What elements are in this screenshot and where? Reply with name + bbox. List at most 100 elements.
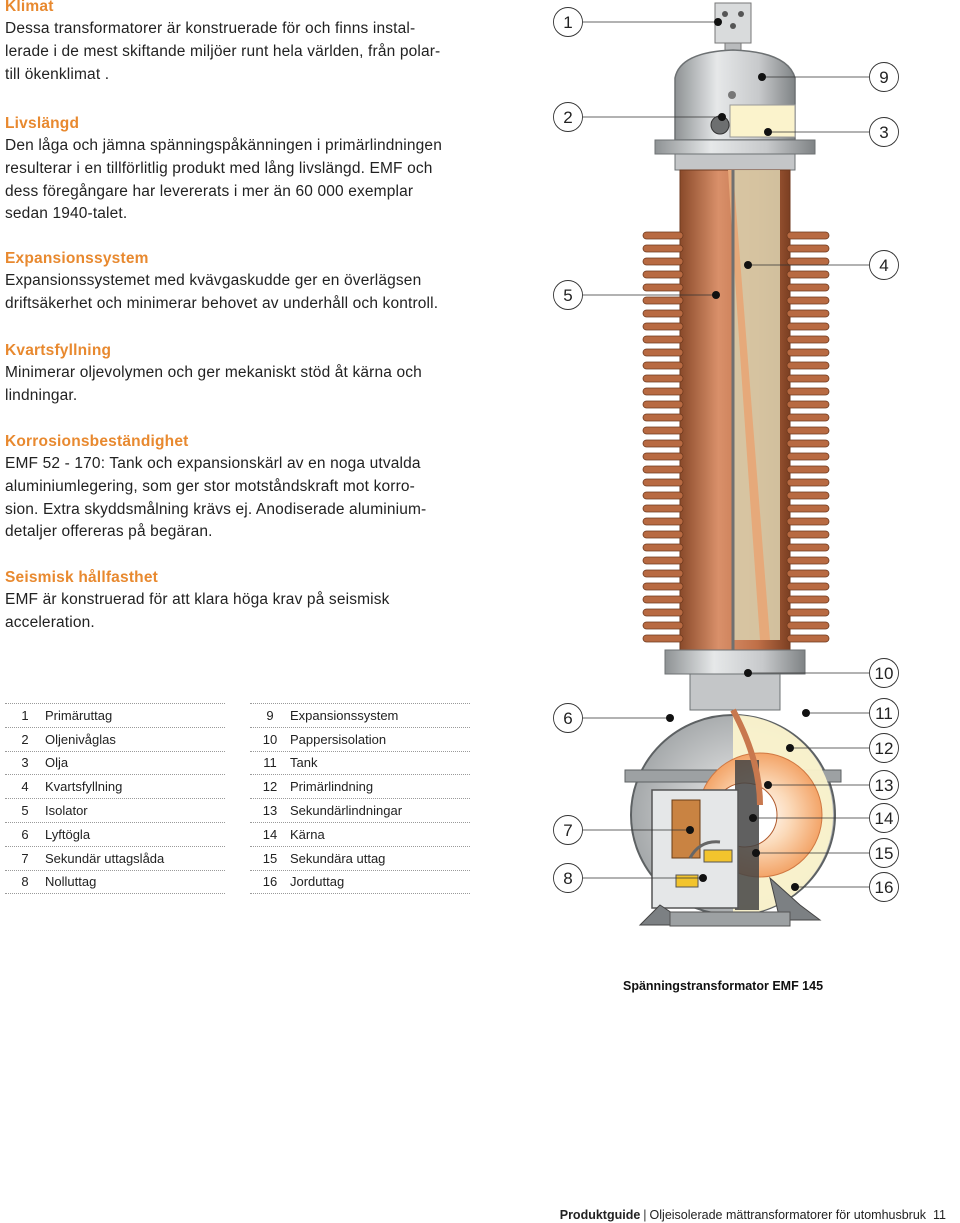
shed bbox=[642, 491, 684, 500]
callout-circle bbox=[869, 250, 899, 280]
shed bbox=[786, 582, 830, 591]
shed bbox=[642, 621, 684, 630]
shed bbox=[786, 400, 830, 409]
callout-number: 2 bbox=[563, 108, 572, 127]
legend-num: 9 bbox=[266, 707, 274, 723]
legend-num: 12 bbox=[262, 779, 278, 795]
insulator bbox=[642, 169, 830, 651]
legend-label: Sekundär uttagslåda bbox=[45, 850, 165, 866]
callout-number: 7 bbox=[563, 821, 572, 840]
shed bbox=[786, 556, 830, 565]
callout-circle bbox=[553, 703, 583, 733]
shed bbox=[642, 361, 684, 370]
shed bbox=[786, 244, 830, 253]
shed bbox=[642, 387, 684, 396]
shed bbox=[642, 270, 684, 279]
section-klimat: Klimat Dessa transformatorer är konstrue… bbox=[5, 0, 440, 86]
callout-circle bbox=[553, 863, 583, 893]
shed bbox=[642, 634, 684, 643]
shed bbox=[786, 634, 830, 643]
diagram-caption: Spänningstransformator EMF 145 bbox=[623, 979, 824, 993]
shed bbox=[642, 543, 684, 552]
footer-subtitle: Oljeisolerade mättransformatorer för uto… bbox=[649, 1208, 927, 1222]
callout-number: 8 bbox=[563, 869, 572, 888]
legend-label: Jorduttag bbox=[290, 874, 345, 890]
callout-number: 15 bbox=[875, 844, 894, 863]
insulator-sheds bbox=[642, 231, 830, 643]
section-title: Kvartsfyllning bbox=[5, 342, 112, 359]
shed bbox=[786, 608, 830, 617]
legend-num: 15 bbox=[262, 850, 278, 866]
callout-circle bbox=[869, 803, 899, 833]
legend-num: 14 bbox=[262, 826, 278, 842]
shed bbox=[642, 244, 684, 253]
shed bbox=[786, 270, 830, 279]
leader-dot bbox=[802, 709, 810, 717]
expansion-dome bbox=[654, 49, 816, 155]
callout-number: 10 bbox=[875, 664, 894, 683]
legend-label: Expansionssystem bbox=[290, 707, 399, 723]
callout-circle bbox=[869, 872, 899, 902]
legend-label: Sekundärlindningar bbox=[290, 803, 403, 819]
shed bbox=[786, 296, 830, 305]
shed bbox=[642, 296, 684, 305]
leader-dot bbox=[714, 18, 722, 26]
leader-dot bbox=[718, 113, 726, 121]
section-kvartsfyllning: Kvartsfyllning Minimerar oljevolymen och… bbox=[5, 340, 422, 408]
leader-dot bbox=[712, 291, 720, 299]
legend-num: 13 bbox=[262, 803, 278, 819]
leader-dot bbox=[752, 849, 760, 857]
leader-dot bbox=[686, 826, 694, 834]
legend-label: Kvartsfyllning bbox=[45, 779, 123, 795]
shed bbox=[786, 569, 830, 578]
section-body: Dessa transformatorer är konstruerade fö… bbox=[5, 20, 441, 83]
callout-number: 4 bbox=[879, 256, 888, 275]
page-footer: Produktguide|Oljeisolerade mättransforma… bbox=[560, 1208, 946, 1222]
shed bbox=[786, 426, 830, 435]
shed bbox=[642, 569, 684, 578]
shed bbox=[642, 426, 684, 435]
leader-dot bbox=[699, 874, 707, 882]
legend-label: Nolluttag bbox=[45, 874, 97, 890]
shed bbox=[786, 374, 830, 383]
callout-circle bbox=[869, 733, 899, 763]
legend-num: 4 bbox=[21, 779, 29, 795]
legend-num: 2 bbox=[21, 731, 29, 747]
leader-dot bbox=[758, 73, 766, 81]
legend-num: 5 bbox=[21, 803, 29, 819]
callout-number: 14 bbox=[875, 809, 894, 828]
callout-circle bbox=[869, 658, 899, 688]
legend-row: 9 Expansionssystem bbox=[250, 703, 470, 728]
shed bbox=[786, 595, 830, 604]
shed bbox=[786, 348, 830, 357]
callout-number: 9 bbox=[879, 68, 888, 87]
shed bbox=[642, 348, 684, 357]
shed bbox=[642, 322, 684, 331]
section-livslangd: Livslängd Den låga och jämna spänningspå… bbox=[5, 113, 442, 226]
leader-dot bbox=[791, 883, 799, 891]
shed bbox=[786, 283, 830, 292]
leader-dot bbox=[786, 744, 794, 752]
shed bbox=[786, 387, 830, 396]
shed bbox=[786, 517, 830, 526]
legend-label: Olja bbox=[45, 755, 69, 771]
section-body: Minimerar oljevolymen och ger mekaniskt … bbox=[5, 364, 422, 404]
section-title: Expansionssystem bbox=[5, 250, 149, 267]
legend-label: Lyftögla bbox=[45, 826, 91, 842]
shed bbox=[642, 517, 684, 526]
shed bbox=[642, 439, 684, 448]
section-title: Livslängd bbox=[5, 115, 80, 132]
section-body: EMF är konstruerad för att klara höga kr… bbox=[5, 591, 390, 631]
